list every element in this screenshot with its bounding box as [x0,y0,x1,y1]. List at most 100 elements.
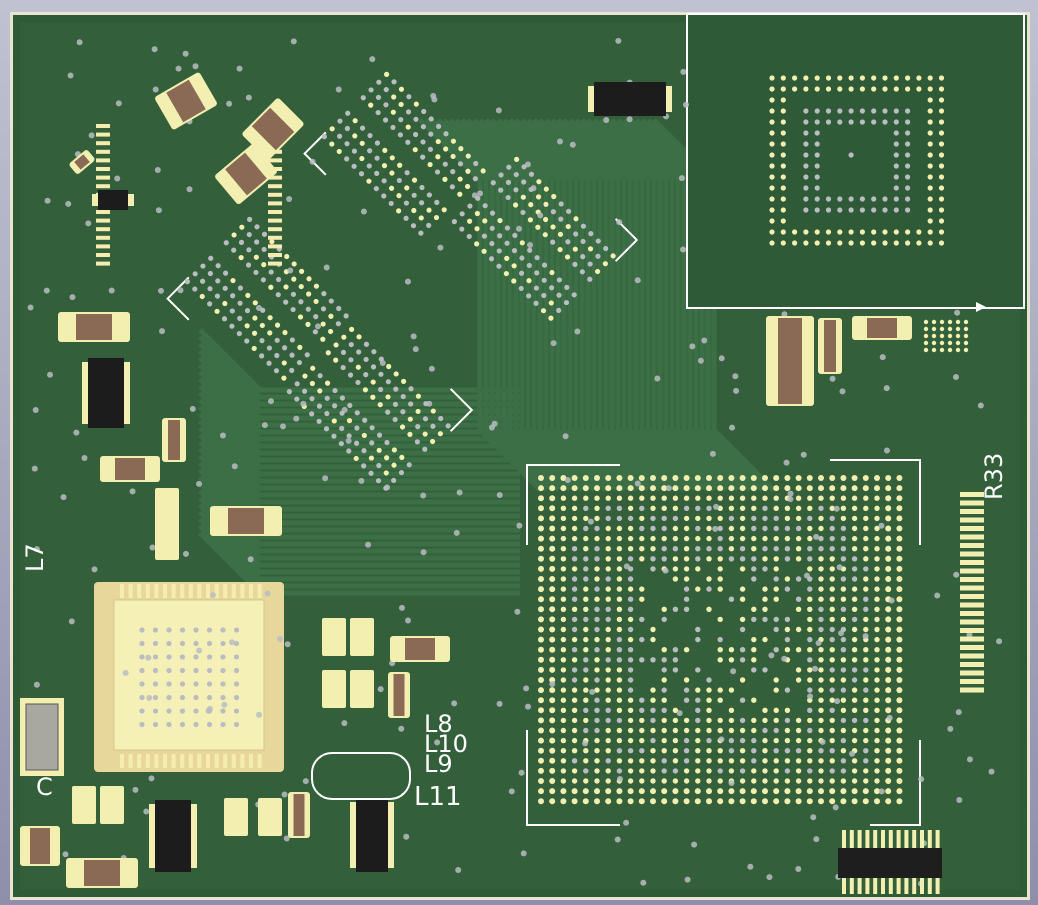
bga-ball [896,737,903,744]
bga-ball [825,207,832,213]
bga-ball [381,193,387,199]
via [122,669,129,676]
bga-ball [419,184,425,191]
bga-ball [863,778,869,784]
via [508,788,515,795]
via [33,546,40,553]
bga-ball [896,525,903,532]
bga-ball [661,616,667,623]
passive [66,858,138,888]
bga-ball [769,174,775,180]
bga-ball [354,425,360,431]
bga-ball [672,727,679,734]
bga-ball [807,717,813,724]
bga-ball [803,108,809,114]
bga-ball [571,748,578,754]
bga-ball [627,525,634,532]
bga-ball [324,380,331,386]
bga-ball [672,535,679,542]
bga-ball [661,768,667,774]
via [192,63,199,70]
bga-ball [583,586,589,592]
bga-ball [795,525,802,532]
bga-ball [818,657,824,663]
bga-ball [806,475,813,481]
bga-ball [571,657,578,663]
bga-ball [829,727,835,734]
bga-ball [329,126,335,132]
bga-ball [286,389,292,395]
bga-ball [368,102,374,108]
bga-ball [896,707,903,714]
bga-ball [594,515,600,522]
resistor-pad [960,628,984,633]
via [314,323,321,330]
bga-memory-2 [166,216,349,381]
bga-ball [572,246,578,252]
bga-ball [717,697,723,703]
bga-ball [717,798,724,805]
via [807,693,814,700]
bga-ball [807,636,813,643]
bga-ball [905,130,911,136]
bga-ball [639,717,645,724]
bga-ball [773,546,779,552]
bga-ball [274,322,281,328]
bga-ball [583,515,589,522]
qfn-pad [257,754,262,768]
bga-ball [650,768,656,774]
via [67,72,74,79]
bga-ball [269,239,275,245]
qfn-pad [240,754,245,768]
trace [198,398,520,463]
bga-ball [259,353,265,359]
qfn-controller [94,124,284,772]
inductor-pad [72,786,96,824]
bga-ball [378,386,384,393]
bga-ball [399,454,405,460]
bga-ball [571,606,578,612]
bga-ball [695,566,701,572]
via [918,776,925,783]
bga-ball [762,636,768,643]
bga-ball [605,535,611,542]
bga-ball [896,535,903,542]
bga-ball [851,495,858,501]
bga-ball [818,626,824,633]
via [615,37,622,44]
bga-ball [851,505,858,511]
bga-ball [695,667,701,673]
bga-ball [871,240,877,246]
bga-ball [207,270,213,277]
bga-ball [207,301,213,307]
via [728,780,735,787]
bga-ball [683,697,690,703]
passive-body [74,154,90,170]
bga-ball [739,657,746,663]
via [68,618,75,625]
bga-memory-1 [303,71,486,236]
bga-ball [874,647,880,653]
bga-ball [221,316,228,322]
bga-ball [859,86,866,92]
bga-ball [896,767,903,774]
thermal-via [152,627,159,633]
bga-ball [905,141,911,147]
ic-body [356,798,388,872]
bga-ball [605,515,611,522]
bga-ball [571,535,578,542]
thermal-via [233,708,240,714]
bga-ball [807,586,813,592]
bga-ball [594,687,600,693]
bga-ball [366,163,372,169]
bga-ball [627,546,634,552]
bga-ball [538,697,544,704]
bga-ball [840,596,847,602]
bga-ball [818,778,824,784]
bga-ball [385,379,391,385]
bga-ball [549,646,556,653]
via [947,725,954,732]
bga-ball [893,108,899,114]
bga-ball [848,207,854,213]
bga-ball [874,616,880,623]
